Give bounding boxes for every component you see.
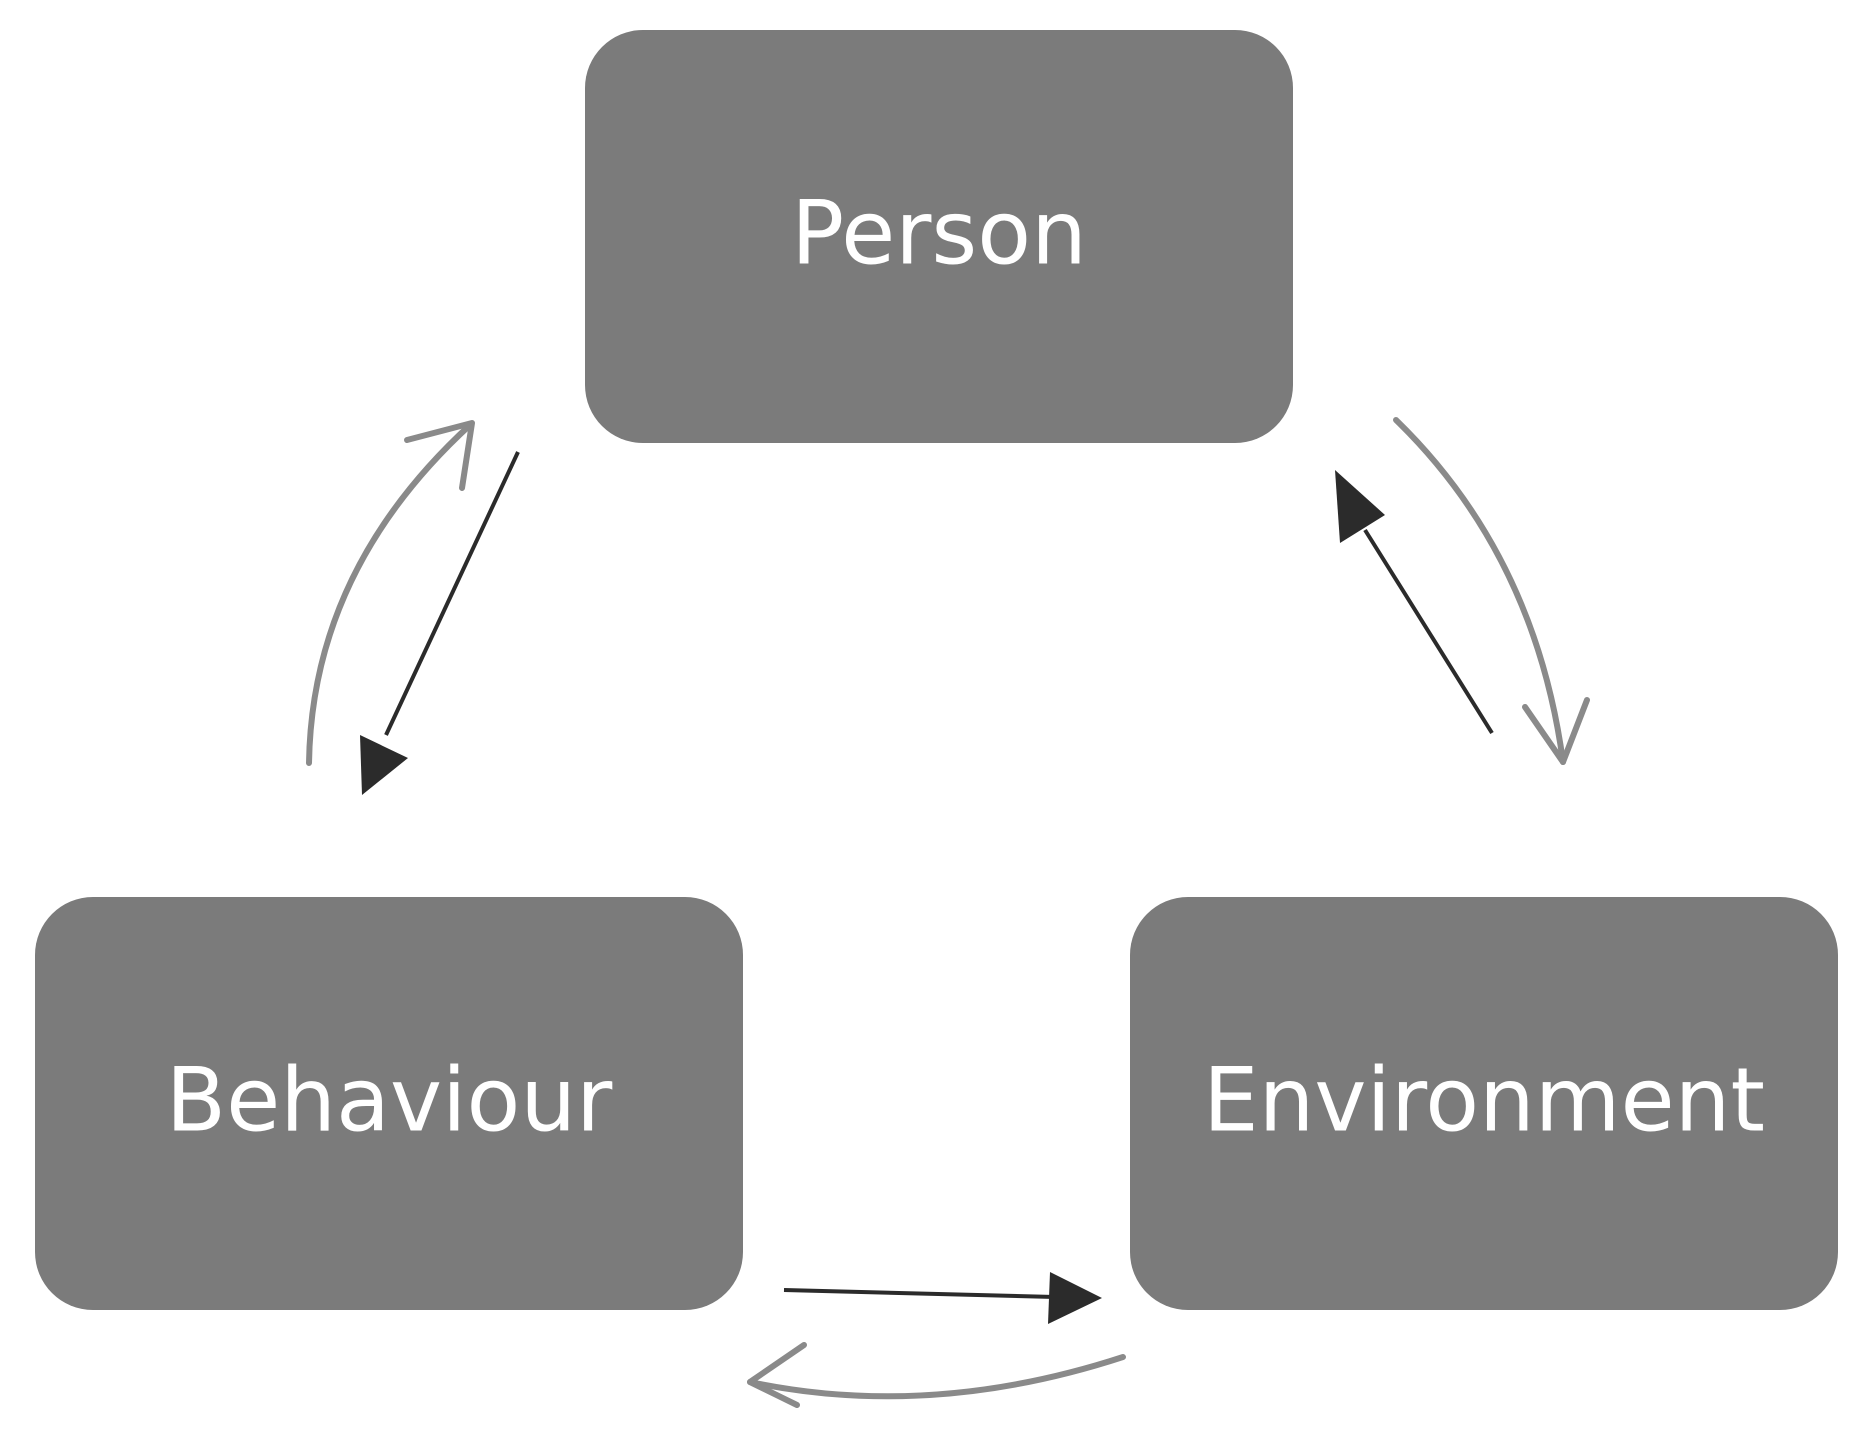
arrowhead-dark-icon — [360, 735, 408, 795]
edge-behaviour-to-environment — [783, 1272, 1102, 1324]
arrowhead-light-icon — [747, 1342, 807, 1408]
edge-person-to-environment — [1393, 417, 1590, 765]
node-behaviour-box — [35, 897, 743, 1310]
node-environment-box — [1130, 897, 1838, 1310]
node-environment: Environment — [1130, 897, 1838, 1310]
node-environment-label: Environment — [1203, 1049, 1765, 1152]
arrowhead-light-icon — [1522, 697, 1590, 765]
edge-environment-to-person — [1335, 470, 1494, 735]
node-behaviour-label: Behaviour — [166, 1049, 613, 1152]
node-person-label: Person — [791, 182, 1087, 285]
arrowhead-dark-icon — [1335, 470, 1385, 543]
arrowhead-dark-icon — [1048, 1272, 1102, 1324]
node-person-box — [585, 30, 1293, 443]
arrowhead-light-icon — [404, 420, 475, 491]
node-person: Person — [585, 30, 1293, 443]
edge-person-to-behaviour — [360, 451, 520, 795]
edge-environment-to-behaviour — [747, 1342, 1126, 1408]
edge-behaviour-to-person — [306, 420, 475, 766]
node-behaviour: Behaviour — [35, 897, 743, 1310]
